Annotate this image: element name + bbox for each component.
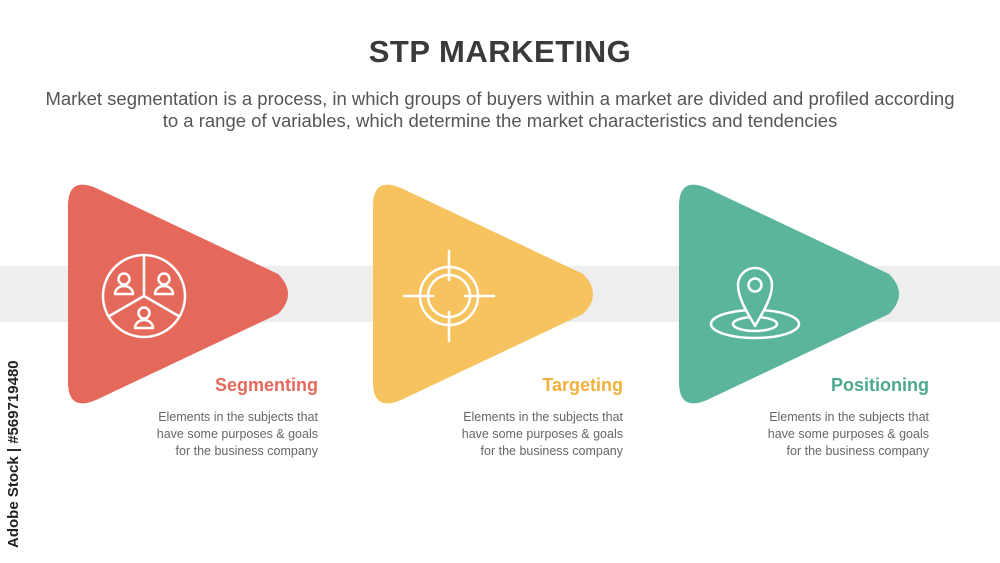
step-targeting: Targeting Elements in the subjects that … [371, 176, 623, 458]
step-description-targeting: Elements in the subjects that have some … [461, 410, 623, 458]
step-description-positioning: Elements in the subjects that have some … [767, 410, 929, 458]
step-description-segmenting: Elements in the subjects that have some … [156, 410, 318, 458]
positioning-triangle [679, 184, 899, 404]
crosshair-icon [402, 249, 496, 343]
step-segmenting: Segmenting Elements in the subjects that… [66, 176, 318, 458]
targeting-triangle [373, 184, 593, 404]
segmenting-triangle-shape [68, 184, 288, 404]
page-title: STP MARKETING [368, 34, 632, 69]
segmenting-triangle [68, 184, 288, 404]
step-label-positioning: Positioning [831, 375, 929, 395]
step-label-segmenting: Segmenting [214, 375, 318, 395]
step-label-targeting: Targeting [542, 375, 623, 395]
location-pin-icon [709, 266, 801, 340]
page-subtitle: Market segmentation is a process, in whi… [45, 88, 955, 131]
targeting-triangle-shape [373, 184, 593, 404]
step-positioning: Positioning Elements in the subjects tha… [677, 176, 929, 458]
segmented-users-icon [101, 253, 187, 339]
positioning-triangle-shape [679, 184, 899, 404]
stock-credit: Adobe Stock | #569719480 [5, 360, 22, 548]
